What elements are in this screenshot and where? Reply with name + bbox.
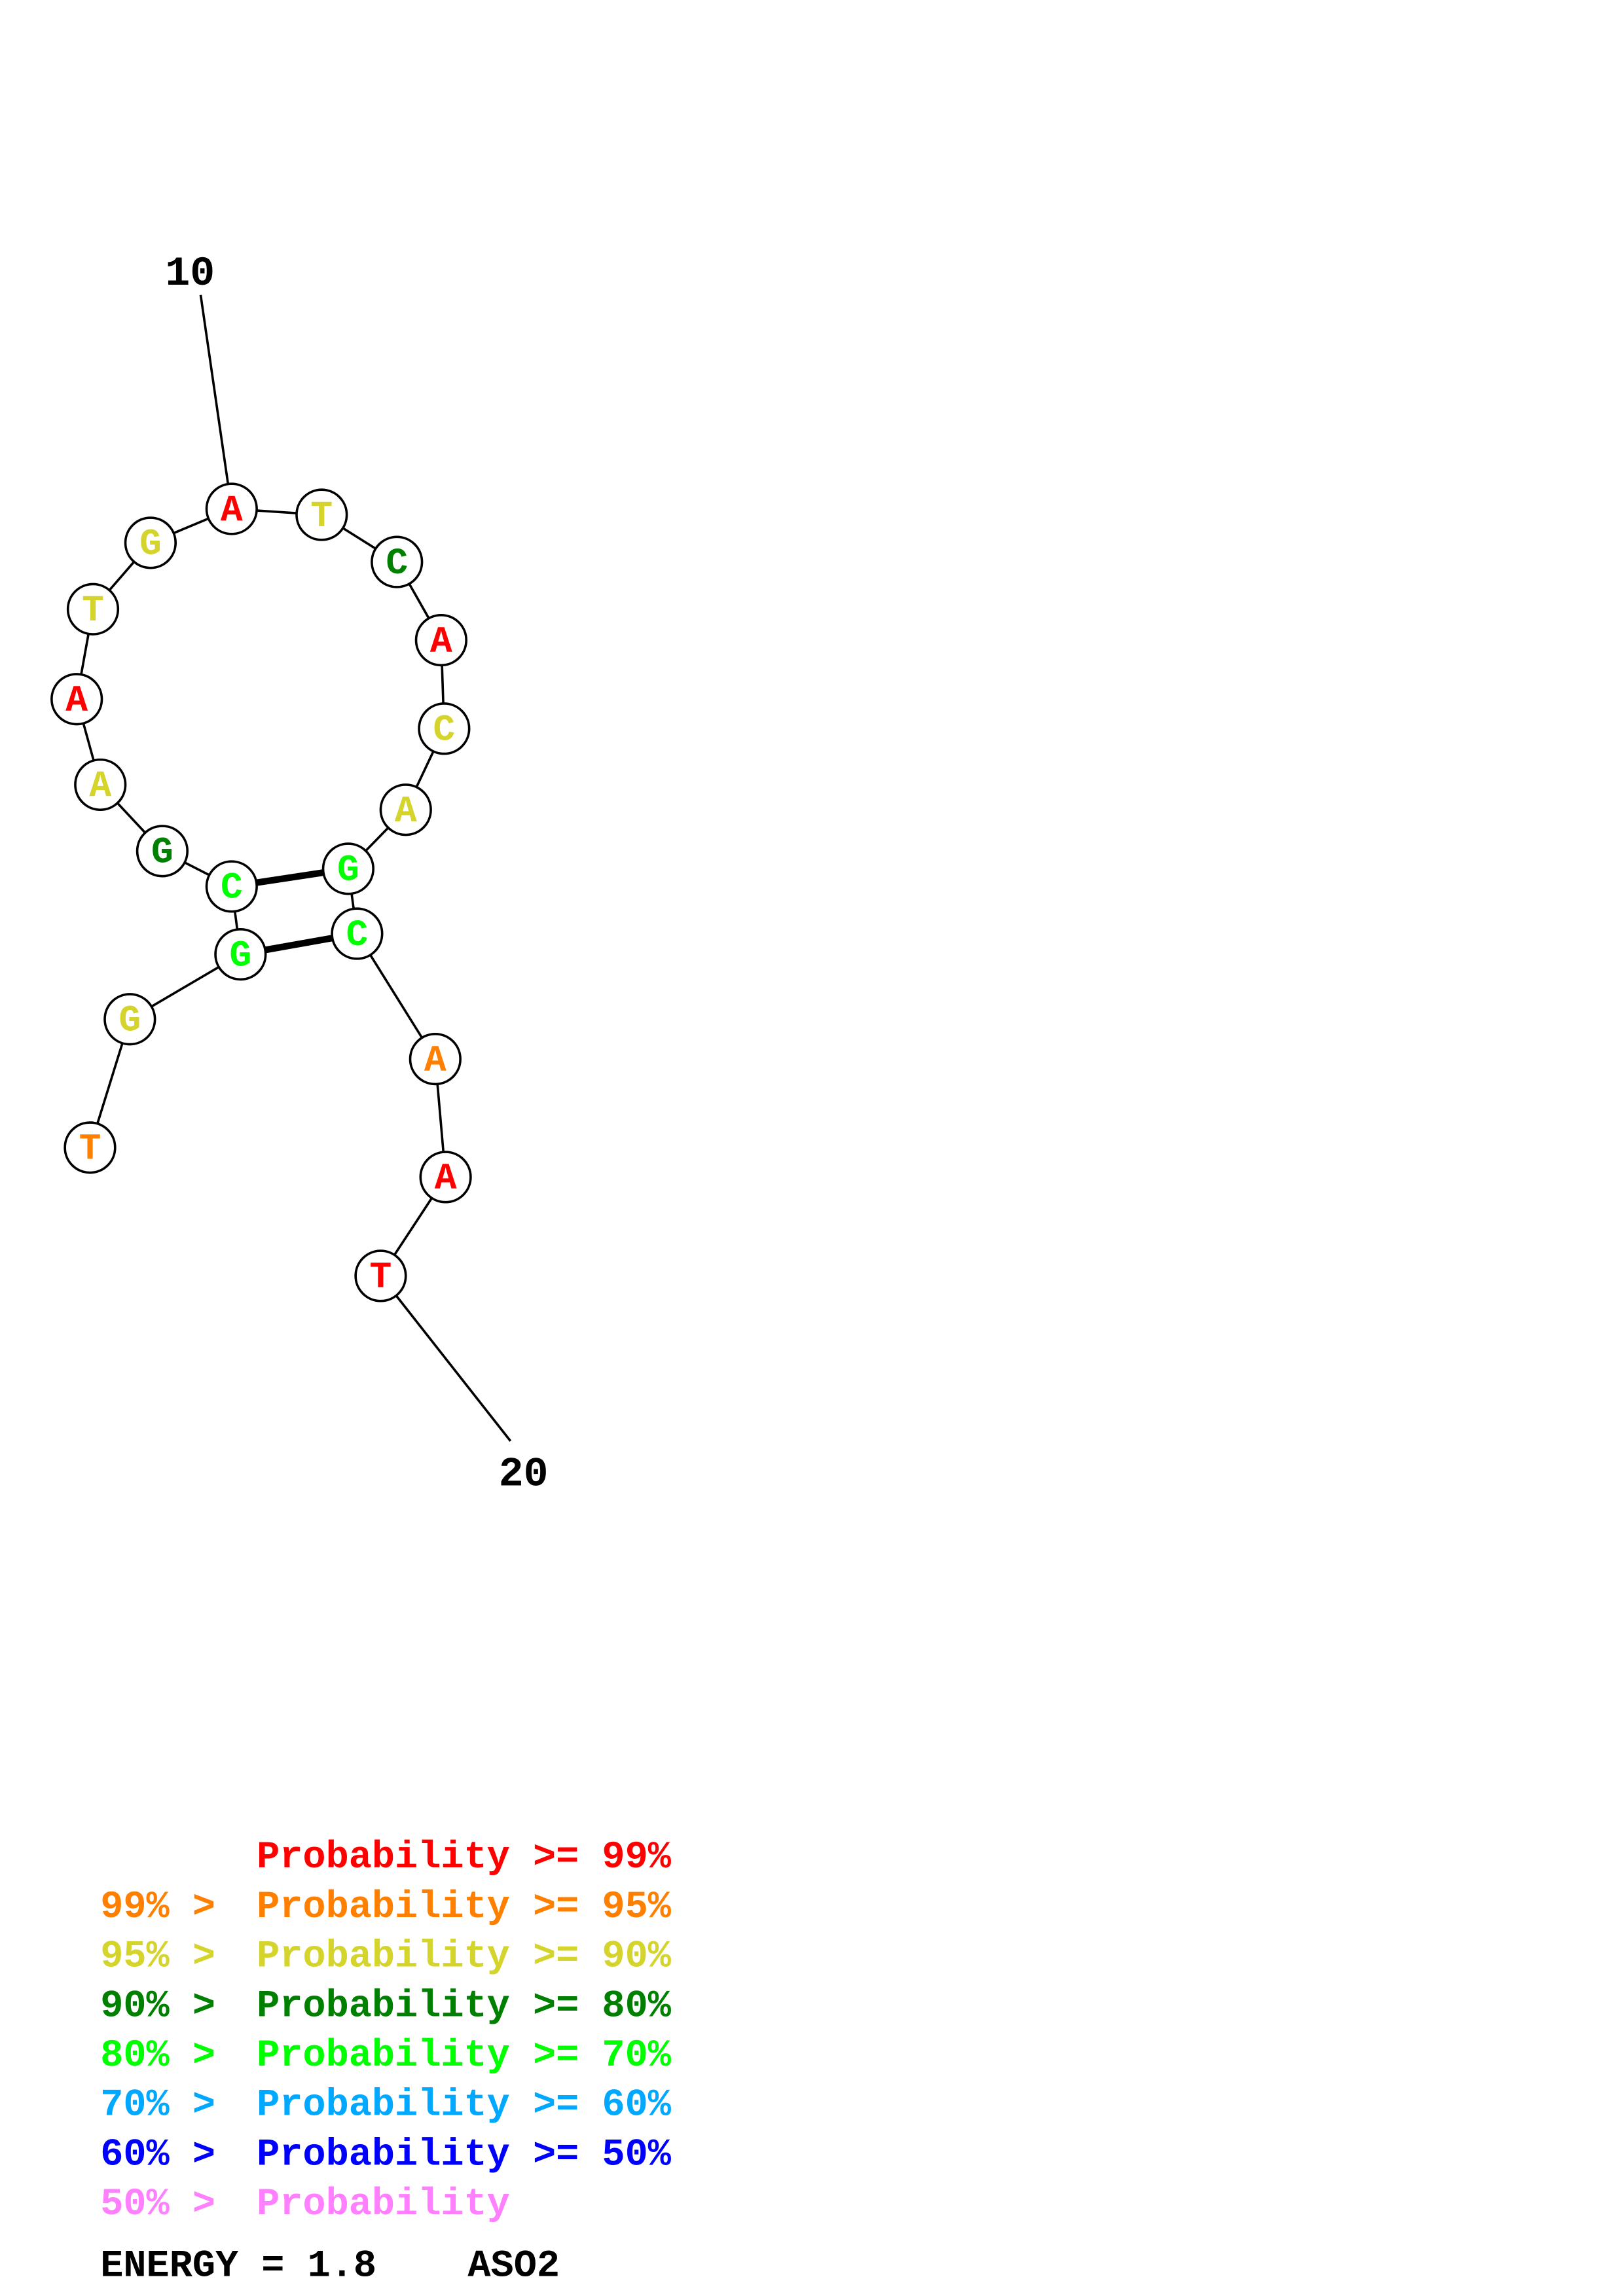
- nucleotide-17: C: [331, 907, 384, 960]
- legend-prefix: 95% >: [100, 1935, 238, 1979]
- position-label-20: 20: [499, 1450, 549, 1498]
- nucleotide-14: C: [418, 702, 471, 755]
- nucleotide-16: G: [321, 842, 374, 895]
- energy-label: ENERGY = 1.8: [100, 2244, 376, 2287]
- nucleotide-circle: [414, 613, 467, 667]
- nucleotide-circle: [321, 842, 374, 895]
- nucleotide-circle: [74, 758, 127, 812]
- legend-row-p60: Probability >= 60%: [257, 2083, 672, 2127]
- nucleotide-circle: [295, 488, 348, 541]
- nucleotide-letter: A: [221, 490, 243, 531]
- probability-legend: Probability >= 99% 99% > Probability >= 9…: [100, 1835, 671, 2226]
- nucleotide-letter: A: [65, 679, 88, 721]
- nucleotide-5: G: [136, 825, 189, 878]
- nucleotide-18: A: [409, 1032, 462, 1086]
- backbone-lines: [75, 295, 512, 1442]
- nucleotide-9: G: [124, 516, 177, 569]
- nucleotide-letter: C: [386, 543, 408, 584]
- legend-prefix: 80% >: [100, 2034, 238, 2077]
- nucleotide-12: C: [371, 535, 424, 588]
- nucleotide-letter: A: [89, 765, 111, 807]
- nucleotide-13: A: [414, 613, 467, 667]
- tail-line-20: [380, 1275, 512, 1442]
- nucleotide-letter: T: [82, 590, 104, 632]
- nucleotide-circle: [66, 583, 120, 636]
- position-label-10: 10: [165, 250, 215, 297]
- nucleotide-8: T: [66, 583, 120, 636]
- sequence-name: ASO2: [467, 2244, 560, 2287]
- legend-prefix: 99% >: [100, 1885, 238, 1929]
- nucleotide-1: T: [64, 1121, 117, 1174]
- legend-row-p70: Probability >= 70%: [257, 2034, 672, 2077]
- nucleotide-letter: T: [310, 495, 333, 537]
- nucleotide-letter: G: [139, 524, 162, 565]
- tail-line-10: [199, 295, 233, 509]
- nucleotide-19: A: [419, 1151, 472, 1204]
- nucleotide-11: T: [295, 488, 348, 541]
- nucleotide-circle: [205, 482, 258, 535]
- nucleotide-6: A: [74, 758, 127, 812]
- nucleotide-20: T: [354, 1249, 407, 1302]
- legend-prefix: 50% >: [100, 2182, 238, 2226]
- nucleotide-letter: C: [433, 709, 455, 751]
- nucleotide-circle: [136, 825, 189, 878]
- nucleotide-letter: A: [395, 790, 417, 832]
- nucleotide-letter: G: [229, 935, 251, 977]
- legend-row-plow: Probability: [257, 2182, 510, 2226]
- legend-row-p80: Probability >= 80%: [257, 1984, 672, 2028]
- nucleotide-7: A: [50, 673, 103, 726]
- nucleotide-2: G: [103, 993, 156, 1046]
- nucleotide-4: C: [205, 860, 258, 913]
- legend-row-p90: Probability >= 90%: [257, 1935, 672, 1979]
- nucleotide-circle: [379, 783, 432, 836]
- nucleotide-letter: A: [435, 1158, 457, 1200]
- nucleotide-circle: [214, 927, 267, 981]
- nucleotide-circle: [354, 1249, 407, 1302]
- nucleotide-letter: A: [430, 620, 452, 662]
- legend-prefix: 70% >: [100, 2083, 238, 2127]
- legend-row-p99: Probability >= 99%: [257, 1835, 672, 1879]
- legend-row-p95: Probability >= 95%: [257, 1885, 672, 1929]
- nucleotide-letter: C: [221, 867, 243, 909]
- nucleotide-3: G: [214, 927, 267, 981]
- nucleotide-circle: [331, 907, 384, 960]
- nucleotide-circle: [205, 860, 258, 913]
- nucleotide-letter: C: [346, 914, 368, 956]
- nucleotide-15: A: [379, 783, 432, 836]
- legend-prefix: [100, 1835, 192, 1879]
- nucleotide-letter: G: [151, 832, 173, 874]
- nucleotide-letter: A: [424, 1039, 447, 1081]
- legend-row-p50: Probability >= 50%: [257, 2132, 672, 2176]
- nucleotide-circle: [409, 1032, 462, 1086]
- nucleotide-circle: [50, 673, 103, 726]
- nucleotide-circle: [124, 516, 177, 569]
- legend-prefix: 90% >: [100, 1984, 238, 2028]
- nucleotide-circle: [419, 1151, 472, 1204]
- nucleotide-letter: T: [79, 1128, 101, 1170]
- nucleotide-circle: [103, 993, 156, 1046]
- nucleotide-letter: G: [337, 850, 359, 891]
- nucleotide-letter: G: [119, 1000, 141, 1042]
- nucleotide-circle: [418, 702, 471, 755]
- nucleotide-circle: [371, 535, 424, 588]
- nucleotide-circle: [64, 1121, 117, 1174]
- nucleotide-letter: T: [370, 1257, 392, 1299]
- nucleotide-10: A: [205, 482, 258, 535]
- legend-prefix: 60% >: [100, 2132, 238, 2176]
